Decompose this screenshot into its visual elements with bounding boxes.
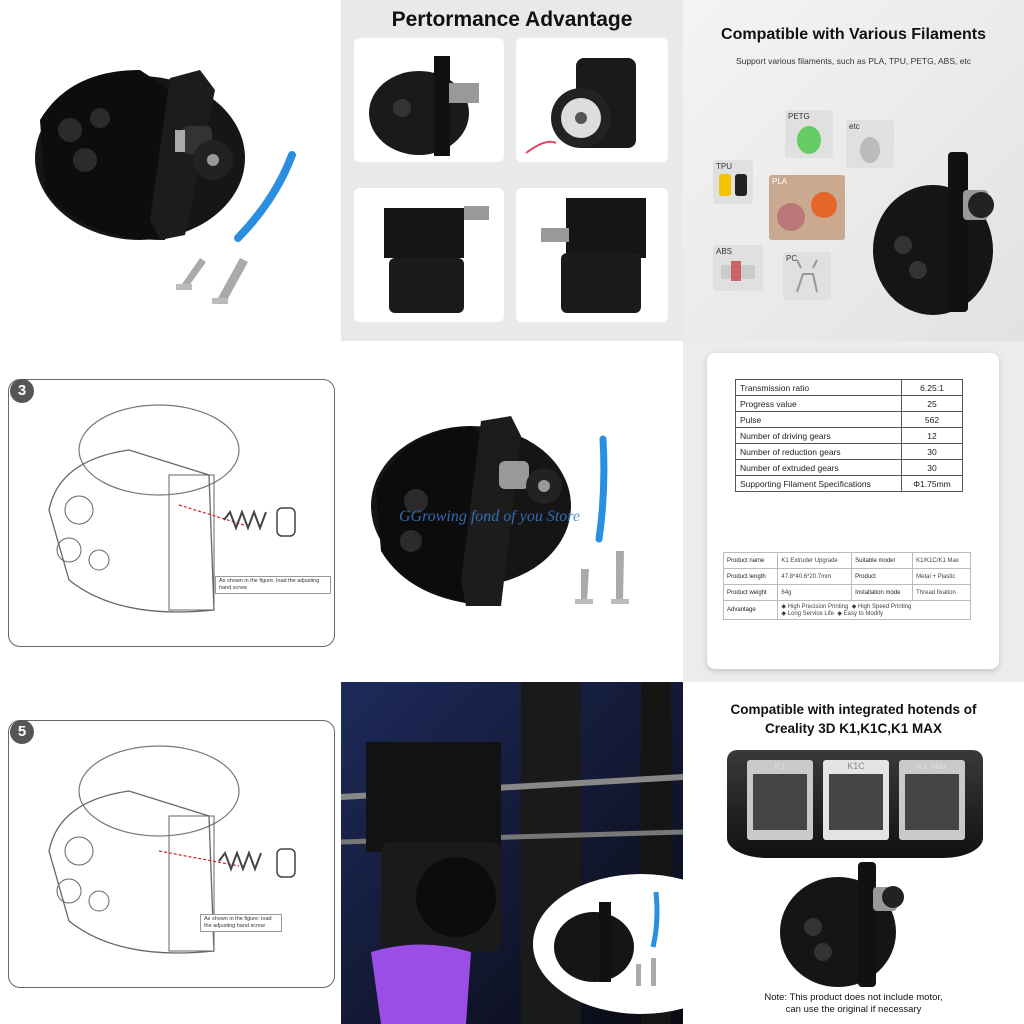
step-5-badge: 5 xyxy=(10,720,34,744)
step-5-note: As shown in the figure: load the adjusti… xyxy=(200,914,282,933)
step-3-badge: 3 xyxy=(10,379,34,403)
filament-abs: ABS xyxy=(713,245,763,291)
k1-compat-cell: Compatible with integrated hotends of Cr… xyxy=(683,682,1024,1024)
printer-k1-max: K1 Max xyxy=(899,760,965,840)
filament-tpu: TPU xyxy=(713,160,753,204)
product-photo-cell xyxy=(0,0,341,341)
performance-cell: Pertormance Advantage xyxy=(341,0,683,341)
step-3-cell: 3 As shown in the figure, load the adjus… xyxy=(0,341,341,682)
installed-extruder-photo xyxy=(341,682,683,1024)
filament-etc: etc xyxy=(846,120,894,168)
step-5-cell: 5 As shown in the figure: load the adjus… xyxy=(0,682,341,1024)
filaments-cell: Compatible with Various Filaments Suppor… xyxy=(683,0,1024,341)
k1-note: Note: This product does not include moto… xyxy=(764,992,943,1015)
step-5-frame xyxy=(8,720,335,988)
extruder-product-image xyxy=(873,152,994,315)
k1-compat-title: Compatible with integrated hotends of Cr… xyxy=(730,702,977,736)
performance-photo-4 xyxy=(516,188,668,322)
installed-photo-cell xyxy=(341,682,683,1024)
printer-k1: K1 xyxy=(747,760,813,840)
filaments-subtitle: Support various filaments, such as PLA, … xyxy=(735,56,972,66)
extruder-product-image xyxy=(35,70,296,304)
performance-photo-3 xyxy=(354,188,504,322)
performance-photo-2 xyxy=(516,38,668,162)
table-row: Advantage◆ High Precision Printing ◆ Hig… xyxy=(722,600,971,620)
step-3-line-drawing xyxy=(48,404,296,613)
step-3-frame xyxy=(8,379,335,647)
extruder-product-image xyxy=(371,416,629,606)
filament-pc: PC xyxy=(783,252,831,300)
printer-k1c: K1C xyxy=(823,760,889,840)
extruder-product-image xyxy=(780,862,904,987)
step-3-note: As shown in the figure, load the adjusti… xyxy=(215,576,331,595)
store-watermark: GGrowing fond of you Store xyxy=(399,508,581,525)
performance-photo-1 xyxy=(354,38,504,162)
filament-pla: PLA xyxy=(769,175,845,240)
printer-lineup: K1 K1C K1 Max xyxy=(727,750,983,858)
filament-petg: PETG xyxy=(785,110,833,158)
step-5-line-drawing xyxy=(48,745,296,954)
performance-title: Pertormance Advantage xyxy=(391,8,633,31)
filaments-title: Compatible with Various Filaments xyxy=(721,26,986,43)
watermark-product-cell: GGrowing fond of you Store xyxy=(341,341,683,682)
